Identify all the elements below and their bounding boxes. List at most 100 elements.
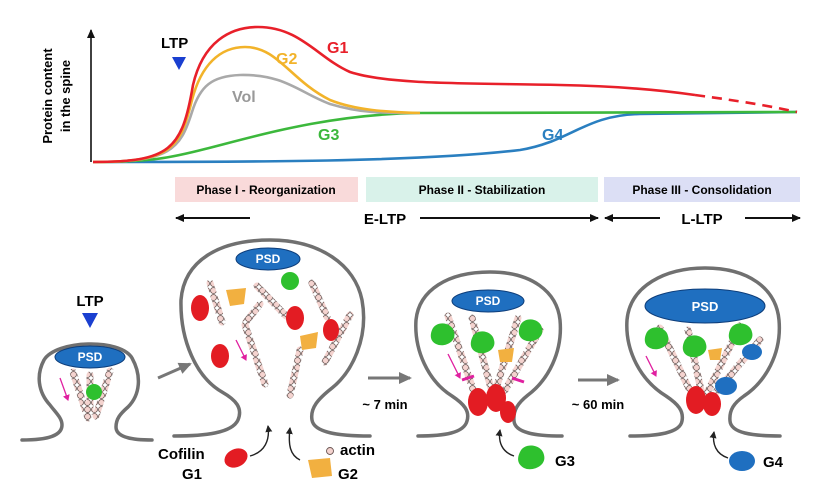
legend-g3-icon: [518, 445, 545, 470]
spine-2-cofilin-4: [211, 344, 229, 368]
spine-1-actin-2: [92, 367, 114, 420]
spine-2-psd: [235, 247, 301, 271]
label-g1: G1: [327, 40, 348, 57]
spine-3-membrane: [414, 270, 564, 438]
legend-g2-icon: [308, 458, 332, 478]
spine-3-g3-protein: [430, 323, 455, 346]
spine-stage-2: PSD: [172, 238, 372, 461]
spine-2-actin-6: [286, 346, 304, 399]
curve-vol: [92, 73, 421, 164]
spine-2-magenta-arrow: [235, 339, 247, 361]
spine-3-actin-2: [468, 314, 496, 396]
time-label-7min: ~ 7 min: [362, 397, 407, 412]
spine-4-cofilin: [686, 386, 706, 414]
legend-g3-label: G3: [555, 453, 575, 470]
time-label-60min: ~ 60 min: [572, 397, 624, 412]
curve-g4: [92, 110, 798, 164]
graph-ltp-marker-icon: [172, 57, 186, 70]
spine-4-g3-protein-2: [682, 335, 707, 358]
legend-cofilin-icon: [224, 448, 248, 468]
y-axis-label-line2: in the spine: [58, 60, 73, 132]
g2-entry-arrow: [285, 427, 301, 461]
spine-3-cofilin-3: [500, 401, 516, 423]
phase-2-label: Phase II - Stabilization: [419, 183, 546, 197]
spine-3-magenta-bar-2: [511, 376, 525, 384]
spine-3-magenta-arrow: [447, 353, 461, 379]
spine-1-psd-label: PSD: [78, 350, 103, 364]
spine-2-psd-label: PSD: [256, 252, 281, 266]
spine-2-membrane: [172, 238, 372, 438]
spine-3-magenta-bar: [461, 374, 475, 382]
cofilin-entry-arrow: [249, 425, 273, 457]
curve-g1-projection: [694, 93, 798, 114]
label-g4: G4: [542, 127, 563, 144]
spine-ltp-label: LTP: [76, 293, 103, 310]
spine-1-g3-protein: [86, 384, 102, 400]
spine-1-magenta-arrow: [59, 377, 70, 401]
curve-g1: [92, 25, 696, 164]
spine-2-actin-2: [253, 282, 290, 320]
spine-4-membrane: [625, 266, 782, 438]
spine-2-actin-4: [321, 311, 354, 366]
spine-4-cofilin-2: [703, 392, 721, 416]
spine-2-g2-protein-2: [300, 332, 318, 350]
spine-3-psd: [451, 289, 525, 313]
spine-3-g3-protein-3: [518, 319, 543, 342]
label-vol: Vol: [232, 89, 256, 106]
phase-1-label: Phase I - Reorganization: [196, 183, 335, 197]
g3-entry-arrow: [495, 429, 515, 457]
phase-1-band: [175, 177, 358, 202]
spine-4-g3-protein: [644, 327, 669, 350]
legend-actin-label: actin: [340, 442, 375, 459]
spine-2-actin-3: [308, 279, 331, 321]
spine-1-actin: [69, 368, 92, 422]
curve-g2: [92, 45, 421, 164]
phase-2-band: [366, 177, 598, 202]
spine-2-actin-5: [241, 321, 269, 388]
graph-ltp-label: LTP: [161, 35, 188, 52]
spine-2-g2-protein: [226, 288, 246, 306]
legend-cofilin-label: Cofilin: [158, 446, 205, 463]
g4-entry-arrow: [709, 431, 729, 459]
spine-4-psd: [644, 288, 766, 324]
legend-g4-icon: [729, 451, 755, 471]
protein-legend: Cofilin G1 actin G2: [158, 442, 375, 483]
spine-4-magenta-arrow: [645, 355, 657, 377]
legend-actin-icon: [326, 447, 334, 455]
spine-2-actin: [206, 279, 226, 326]
spine-4-g2-protein: [708, 348, 722, 360]
label-g3: G3: [318, 127, 339, 144]
spine-ltp-marker-icon: [82, 313, 98, 328]
phase-3-label: Phase III - Consolidation: [632, 183, 771, 197]
spine-3-cofilin-2: [486, 384, 506, 412]
phase-3-band: [604, 177, 800, 202]
legend-g1-label: G1: [182, 466, 202, 483]
e-ltp-label: E-LTP: [364, 211, 406, 228]
spine-1-psd: [54, 345, 126, 369]
spine-2-cofilin-3: [323, 319, 339, 341]
spine-2-actin-7: [242, 300, 264, 326]
transition-arrow-1: [157, 362, 192, 380]
spine-3-cofilin: [468, 388, 488, 416]
phase-bands: Phase I - Reorganization Phase II - Stab…: [175, 177, 800, 202]
spine-2-cofilin: [191, 295, 209, 321]
spine-1-membrane: [20, 342, 154, 442]
curve-g3: [92, 110, 798, 164]
label-g2: G2: [276, 51, 297, 68]
spine-3-psd-label: PSD: [476, 294, 501, 308]
protein-content-graph: Protein content in the spine LTP G1 G2 V…: [40, 25, 798, 164]
legend-g4-label: G4: [763, 454, 784, 471]
spine-stage-1: LTP PSD: [20, 293, 154, 442]
l-ltp-label: L-LTP: [681, 211, 722, 228]
spine-4-g4-protein: [742, 344, 762, 360]
spine-4-psd-label: PSD: [692, 299, 719, 314]
spine-3-g2-protein: [498, 348, 514, 362]
epoch-arrows: E-LTP L-LTP: [175, 211, 801, 228]
y-axis-label-line1: Protein content: [40, 48, 55, 144]
spine-2-g3-protein: [281, 272, 299, 290]
spine-stage-3: PSD G3: [414, 270, 575, 470]
legend-g2-label: G2: [338, 466, 358, 483]
spine-stage-4: PSD G4: [625, 266, 784, 471]
spine-3-g3-protein-2: [470, 331, 495, 354]
